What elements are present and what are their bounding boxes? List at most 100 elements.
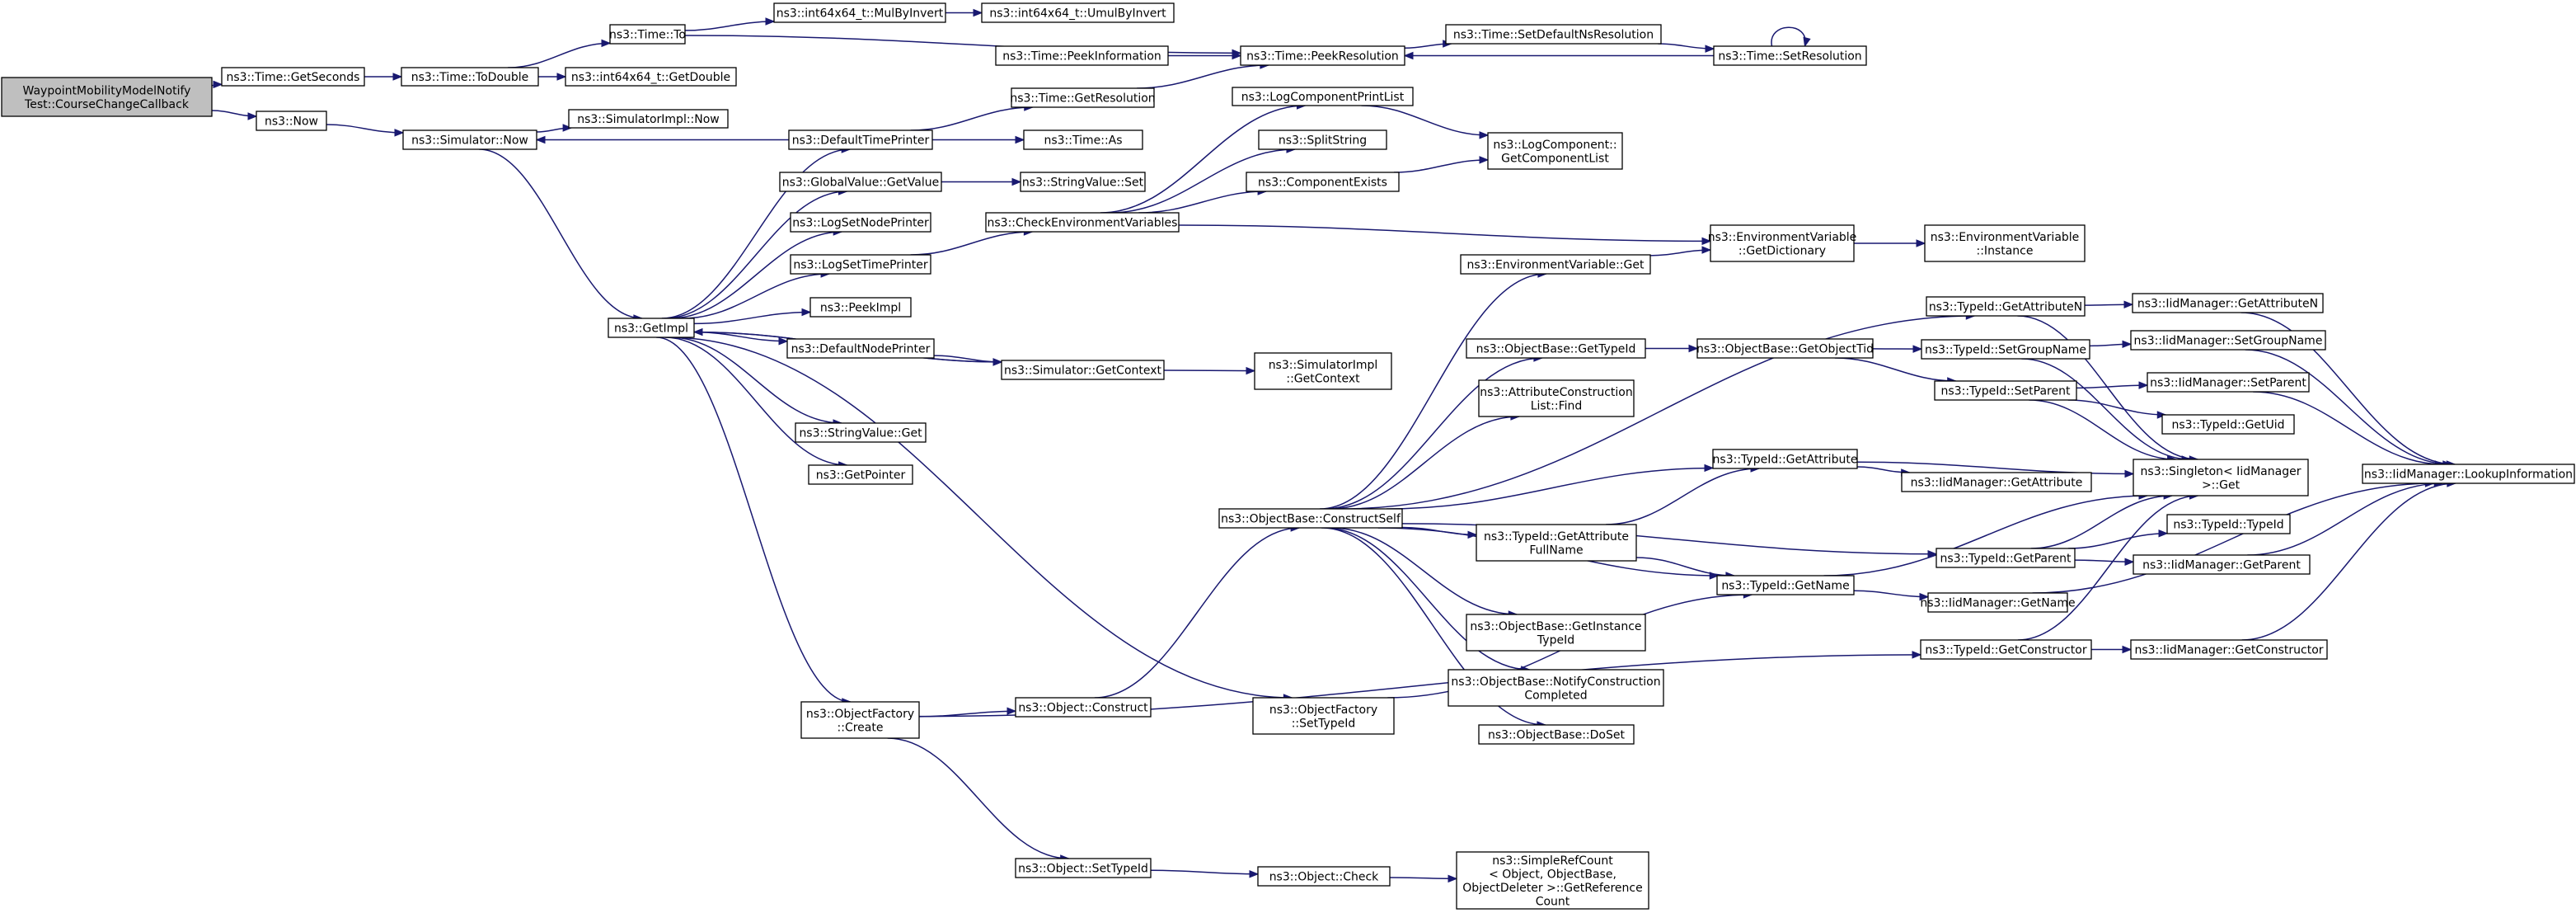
node-objGetObjectTid[interactable]: ns3::ObjectBase::GetObjectTid: [1696, 338, 1874, 359]
node-typeTypeId[interactable]: ns3::TypeId::TypeId: [2166, 514, 2291, 534]
node-iidSetGroupName[interactable]: ns3::IidManager::SetGroupName: [2130, 330, 2326, 351]
node-iidGetConstructor[interactable]: ns3::IidManager::GetConstructor: [2130, 639, 2328, 660]
node-objDoSet[interactable]: ns3::ObjectBase::DoSet: [1478, 724, 1635, 745]
node-constructSelf[interactable]: ns3::ObjectBase::ConstructSelf: [1218, 508, 1403, 529]
node-objectConstruct[interactable]: ns3::Object::Construct: [1015, 697, 1152, 718]
node-peekInformation[interactable]: ns3::Time::PeekInformation: [995, 45, 1169, 66]
node-mulByInvert[interactable]: ns3::int64x64_t::MulByInvert: [773, 2, 946, 23]
node-typeSetParent[interactable]: ns3::TypeId::SetParent: [1934, 380, 2077, 401]
node-simGetContext[interactable]: ns3::Simulator::GetContext: [1001, 360, 1165, 380]
node-box: [608, 318, 695, 338]
node-timeTo[interactable]: ns3::Time::To: [609, 24, 686, 45]
node-logSetTimePrinter[interactable]: ns3::LogSetTimePrinter: [790, 254, 931, 275]
node-simNow[interactable]: ns3::Simulator::Now: [402, 129, 537, 150]
node-typeGetAttribute[interactable]: ns3::TypeId::GetAttribute: [1712, 449, 1858, 469]
node-box: [2161, 414, 2295, 435]
node-simImplGetContext[interactable]: ns3::SimulatorImpl::GetContext: [1254, 352, 1392, 390]
node-timeAs[interactable]: ns3::Time::As: [1023, 129, 1143, 150]
node-iidGetParent[interactable]: ns3::IidManager::GetParent: [2133, 554, 2311, 575]
node-label-line: ::GetContext: [1286, 372, 1360, 385]
node-label-line: ns3::PeekImpl: [820, 302, 901, 315]
edge-arrowhead: [2123, 300, 2134, 308]
node-iidGetName[interactable]: ns3::IidManager::GetName: [1920, 592, 2076, 613]
edge-simNow-to-simImplNow: [536, 124, 573, 133]
node-peekImpl[interactable]: ns3::PeekImpl: [809, 297, 912, 318]
node-envGetDict[interactable]: ns3::EnvironmentVariable::GetDictionary: [1708, 224, 1857, 262]
node-envInstance[interactable]: ns3::EnvironmentVariable::Instance: [1924, 224, 2086, 262]
node-objectCheck[interactable]: ns3::Object::Check: [1257, 866, 1391, 887]
node-objGetTypeId[interactable]: ns3::ObjectBase::GetTypeId: [1466, 338, 1646, 359]
edge-arrowhead: [2122, 340, 2133, 349]
node-getPointer[interactable]: ns3::GetPointer: [808, 464, 913, 485]
node-globalGetValue[interactable]: ns3::GlobalValue::GetValue: [779, 172, 942, 192]
node-objNotifyConstruct[interactable]: ns3::ObjectBase::NotifyConstructionCompl…: [1448, 669, 1664, 707]
node-checkEnv[interactable]: ns3::CheckEnvironmentVariables: [985, 212, 1180, 233]
node-now[interactable]: ns3::Now: [256, 111, 327, 131]
node-getResolution[interactable]: ns3::Time::GetResolution: [1010, 87, 1156, 108]
node-objectSetTypeId[interactable]: ns3::Object::SetTypeId: [1015, 858, 1152, 878]
edge-arrowhead: [1403, 51, 1414, 60]
edge-line: [2017, 315, 2198, 460]
node-label-line: ns3::IidManager::SetParent: [2150, 377, 2306, 390]
node-iidGetAttribute[interactable]: ns3::IidManager::GetAttribute: [1901, 472, 2092, 492]
edge-line: [1110, 148, 1295, 214]
edge-defaultTimePrinter-to-timeAs: [932, 135, 1025, 144]
edge-arrowhead: [1701, 246, 1712, 254]
edge-line: [2247, 482, 2443, 556]
node-simImplNow[interactable]: ns3::SimulatorImpl::Now: [568, 109, 729, 129]
node-label-line: ::GetDictionary: [1738, 244, 1826, 257]
node-iidLookup[interactable]: ns3::IidManager::LookupInformation: [2362, 464, 2575, 484]
node-box: [773, 2, 946, 23]
edge-line: [2030, 495, 2173, 549]
node-logCompGetList[interactable]: ns3::LogComponent::GetComponentList: [1487, 132, 1623, 170]
node-intGetDouble[interactable]: ns3::int64x64_t::GetDouble: [565, 67, 737, 87]
node-label-line: ::Instance: [1977, 244, 2034, 257]
node-objFactorySetTid[interactable]: ns3::ObjectFactory::SetTypeId: [1252, 697, 1395, 735]
node-label-line: ::SetTypeId: [1292, 717, 1356, 730]
edge-typeSetParent-to-typeGetUid: [2067, 399, 2167, 419]
node-defaultNodePrinter[interactable]: ns3::DefaultNodePrinter: [786, 338, 935, 359]
edge-line: [1606, 468, 1760, 525]
edge-line: [1324, 527, 1530, 671]
node-root[interactable]: WaypointMobilityModelNotifyTest::CourseC…: [1, 77, 213, 117]
node-peekResolution[interactable]: ns3::Time::PeekResolution: [1240, 45, 1405, 66]
node-envGet[interactable]: ns3::EnvironmentVariable::Get: [1460, 254, 1651, 275]
node-setResolution[interactable]: ns3::Time::SetResolution: [1713, 45, 1867, 66]
node-label-line: ns3::Time::GetResolution: [1010, 92, 1155, 106]
node-setDefaultNsRes[interactable]: ns3::Time::SetDefaultNsResolution: [1445, 24, 1662, 45]
edge-checkEnv-to-envGetDict: [1178, 224, 1712, 246]
edge-arrowhead: [1479, 131, 1490, 139]
node-typeGetName[interactable]: ns3::TypeId::GetName: [1716, 575, 1855, 595]
node-typeSetGroupName[interactable]: ns3::TypeId::SetGroupName: [1921, 339, 2090, 360]
node-label-line: ns3::Time::SetDefaultNsResolution: [1453, 29, 1654, 42]
edge-arrowhead: [1232, 51, 1242, 60]
node-typeGetUid[interactable]: ns3::TypeId::GetUid: [2161, 414, 2295, 435]
node-defaultTimePrinter[interactable]: ns3::DefaultTimePrinter: [788, 129, 933, 150]
node-singletonGet[interactable]: ns3::Singleton< IidManager>::Get: [2133, 459, 2309, 497]
node-logCompPrintList[interactable]: ns3::LogComponentPrintList: [1232, 87, 1414, 106]
node-splitString[interactable]: ns3::SplitString: [1258, 129, 1387, 150]
node-stringValueSet[interactable]: ns3::StringValue::Set: [1020, 172, 1146, 192]
node-label-line: ::Create: [838, 721, 884, 734]
node-objFactoryCreate[interactable]: ns3::ObjectFactory::Create: [800, 701, 920, 739]
edge-typeSetGroupName-to-iidSetGroupName: [2089, 340, 2133, 349]
node-componentExists[interactable]: ns3::ComponentExists: [1246, 172, 1400, 192]
node-toDouble[interactable]: ns3::Time::ToDouble: [401, 67, 539, 87]
node-iidGetAttributeN[interactable]: ns3::IidManager::GetAttributeN: [2132, 293, 2324, 313]
edge-arrowhead: [556, 73, 567, 81]
node-getSeconds[interactable]: ns3::Time::GetSeconds: [221, 67, 365, 87]
node-logSetNodePrinter[interactable]: ns3::LogSetNodePrinter: [790, 212, 931, 233]
node-typeGetParent[interactable]: ns3::TypeId::GetParent: [1936, 548, 2076, 568]
node-getImpl[interactable]: ns3::GetImpl: [608, 318, 695, 338]
node-typeGetAttributeN[interactable]: ns3::TypeId::GetAttributeN: [1926, 296, 2086, 317]
node-umulByInvert[interactable]: ns3::int64x64_t::UmulByInvert: [981, 2, 1175, 23]
node-simpleRefCount[interactable]: ns3::SimpleRefCount< Object, ObjectBase,…: [1456, 851, 1649, 910]
node-box: [1712, 449, 1858, 469]
edge-line: [2241, 482, 2456, 641]
node-iidSetParent[interactable]: ns3::IidManager::SetParent: [2147, 372, 2310, 393]
node-typeGetConstructor[interactable]: ns3::TypeId::GetConstructor: [1920, 639, 2092, 660]
node-stringValueGet[interactable]: ns3::StringValue::Get: [795, 422, 927, 443]
